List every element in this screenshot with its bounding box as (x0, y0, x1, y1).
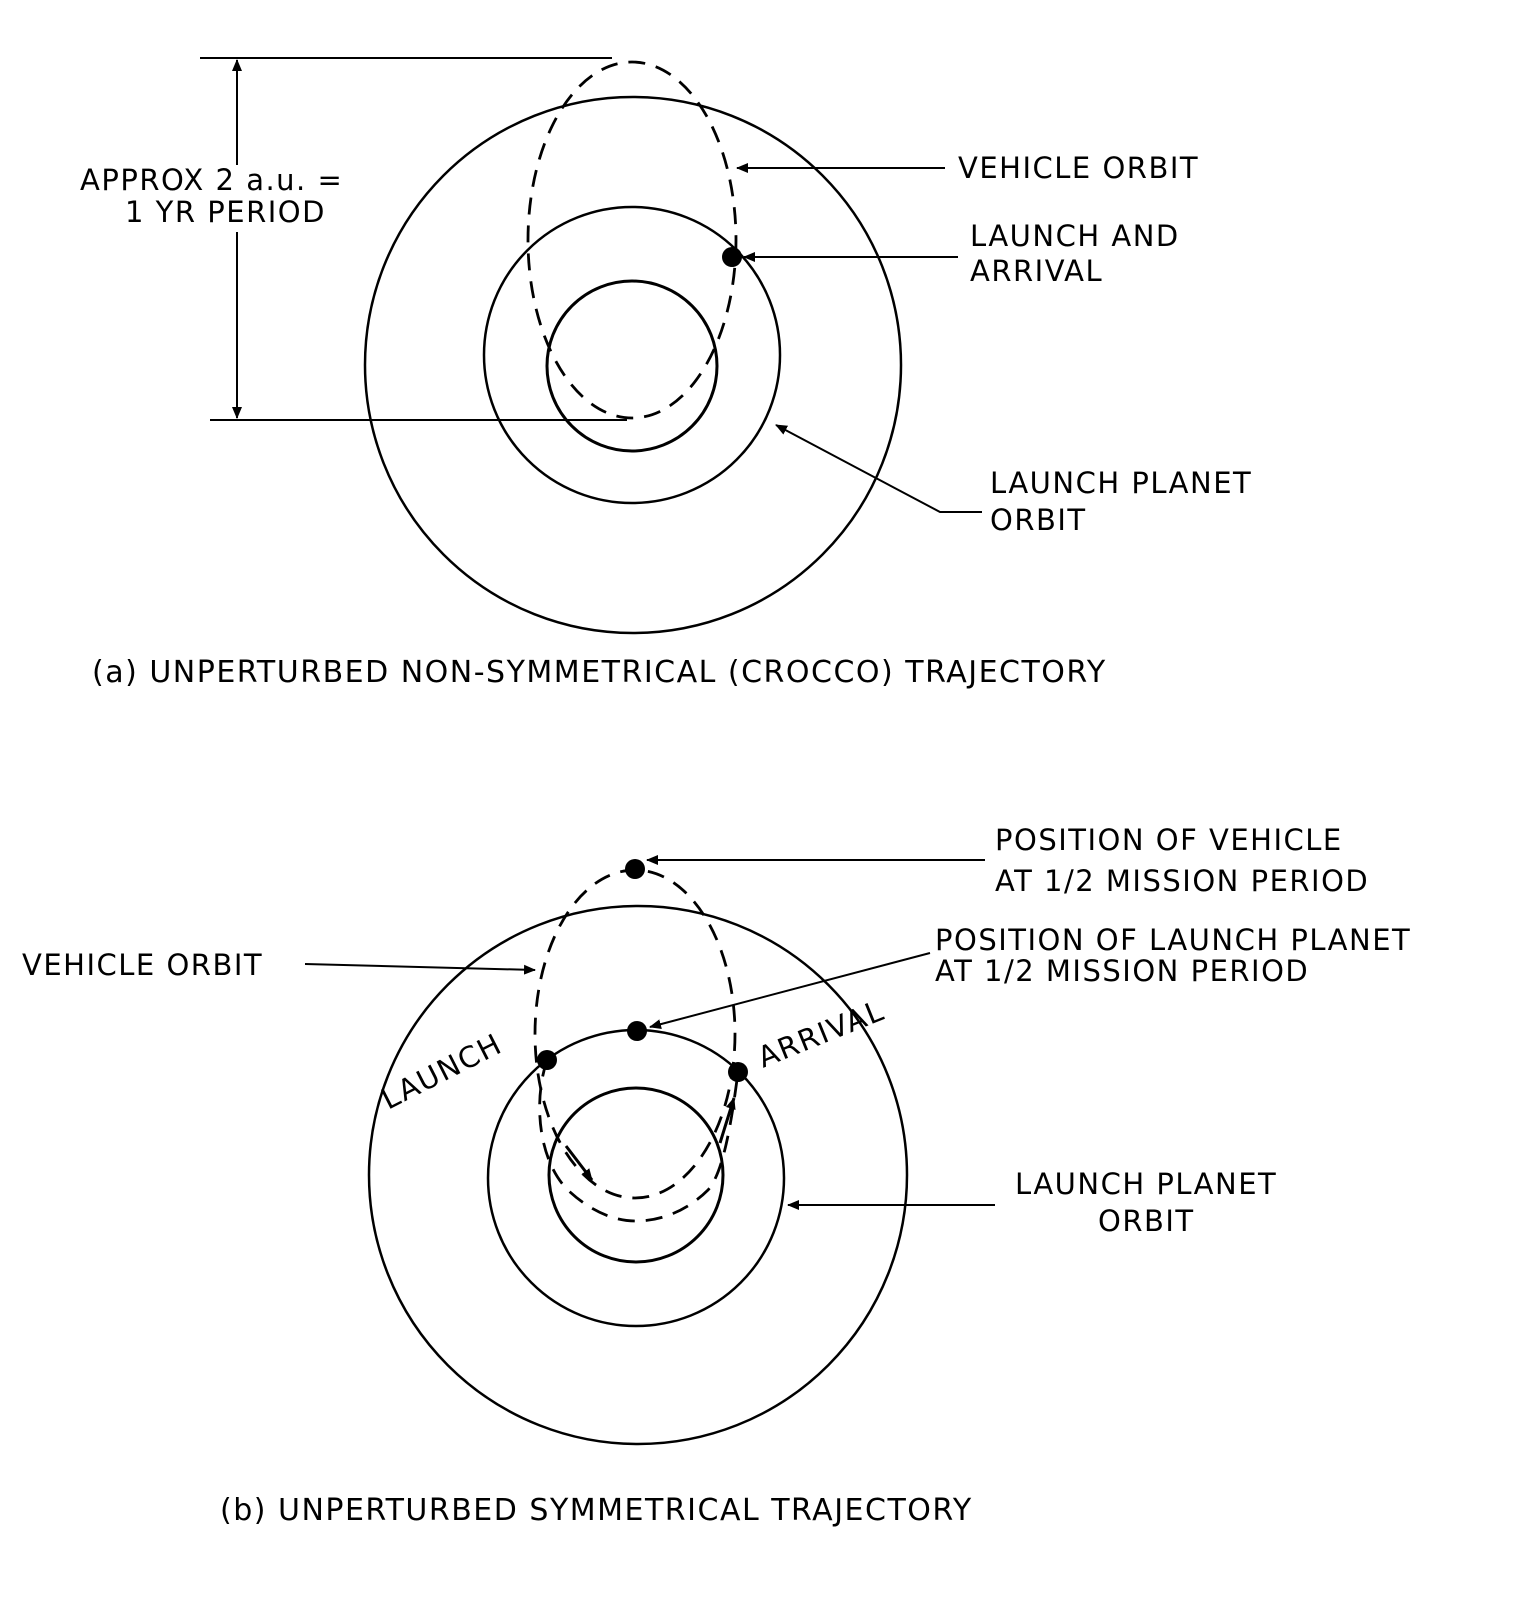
launch-arrival-label-line2: ARRIVAL (970, 254, 1103, 288)
planet-position-label-line1: POSITION OF LAUNCH PLANET (935, 923, 1411, 957)
outer-orbit-b (367, 904, 909, 1446)
caption-a: (a) UNPERTURBED NON-SYMMETRICAL (CROCCO)… (92, 655, 1107, 690)
planet-half-mission-point (627, 1021, 647, 1041)
vehicle-half-mission-point (625, 859, 645, 879)
planet-position-leader (649, 952, 931, 1030)
dimension-label-line1: APPROX 2 a.u. = (80, 163, 343, 197)
inner-orbit-b (547, 1086, 725, 1264)
launch-planet-orbit-label-line1: LAUNCH PLANET (990, 466, 1252, 500)
arrival-direction-arrow (718, 1097, 736, 1144)
vehicle-orbit-leader-b (304, 963, 536, 975)
inner-orbit (545, 279, 719, 453)
launch-planet-orbit (482, 205, 782, 505)
launch-direction-arrow (564, 1145, 594, 1181)
launch-arrival-label-line1: LAUNCH AND (970, 219, 1180, 253)
panel-a: APPROX 2 a.u. = 1 YR PERIOD VEHICLE ORBI… (80, 57, 1252, 690)
arrival-point (728, 1062, 748, 1082)
launch-planet-orbit-label-line2: ORBIT (990, 503, 1087, 537)
launch-planet-orbit-label-b-line2: ORBIT (1098, 1204, 1195, 1238)
vehicle-orbit (526, 60, 738, 420)
dimension-label-line2: 1 YR PERIOD (125, 195, 326, 229)
vehicle-position-label-line1: POSITION OF VEHICLE (995, 823, 1343, 857)
launch-arrival-point (722, 247, 742, 267)
caption-b: (b) UNPERTURBED SYMMETRICAL TRAJECTORY (220, 1493, 973, 1528)
launch-planet-orbit-label-b-line1: LAUNCH PLANET (1015, 1167, 1277, 1201)
launch-transfer-path (538, 1059, 740, 1223)
vehicle-orbit-label: VEHICLE ORBIT (958, 151, 1199, 185)
arrival-label: ARRIVAL (753, 993, 889, 1074)
outer-orbit (363, 95, 903, 635)
planet-position-label-line2: AT 1/2 MISSION PERIOD (935, 954, 1309, 988)
vehicle-position-label-line2: AT 1/2 MISSION PERIOD (995, 864, 1369, 898)
launch-point (537, 1050, 557, 1070)
panel-b: POSITION OF VEHICLE AT 1/2 MISSION PERIO… (22, 823, 1411, 1528)
launch-label: LAUNCH (376, 1027, 508, 1117)
launch-planet-orbit-leader (775, 424, 982, 513)
vehicle-orbit-label-b: VEHICLE ORBIT (22, 948, 263, 982)
